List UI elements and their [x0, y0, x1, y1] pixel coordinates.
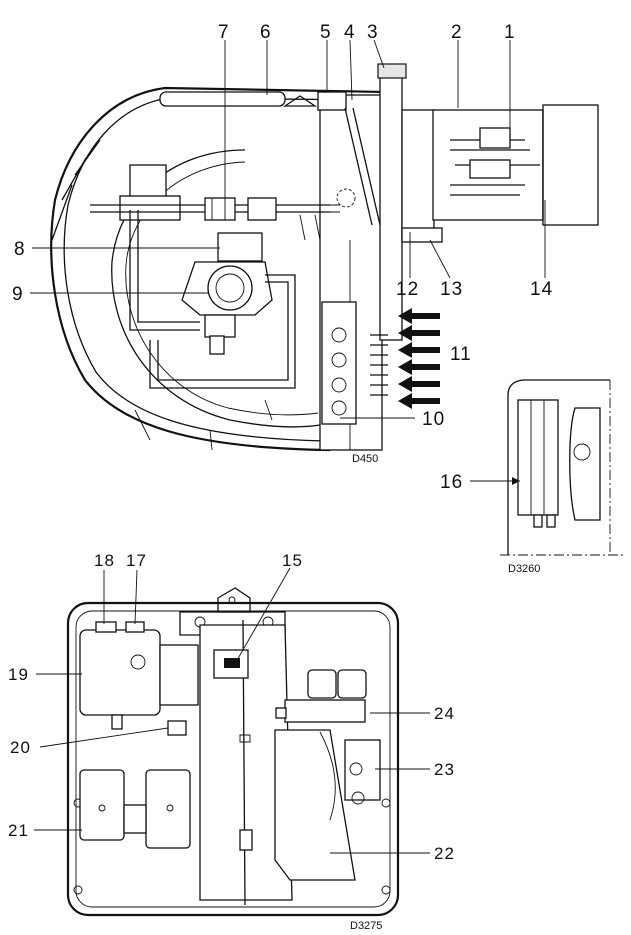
callout-4: 4	[344, 22, 356, 43]
burner-side-view: 1 2 3 4 5 6 7 8 9 10 11 12 13 14 D450	[12, 22, 599, 465]
gasket	[401, 227, 443, 243]
callout-9: 9	[12, 284, 24, 305]
blast-tube-base	[401, 109, 435, 241]
air-inlet-ribs	[370, 334, 388, 396]
callout-13: 13	[440, 279, 463, 300]
reset-button-18	[95, 621, 117, 633]
fan-housing-22	[274, 729, 356, 881]
callout-2: 2	[451, 22, 463, 43]
callout-20: 20	[10, 738, 31, 757]
callout-6: 6	[260, 22, 272, 43]
valve-coil-right	[337, 669, 367, 699]
drawing-code-d3275: D3275	[350, 920, 382, 932]
motor-body	[199, 624, 293, 901]
oil-pump-23	[344, 739, 381, 801]
callout-7: 7	[218, 22, 230, 43]
callout-11: 11	[450, 344, 472, 365]
pump-valve-8	[217, 232, 263, 262]
callout-8: 8	[14, 239, 26, 260]
control-box	[79, 629, 161, 716]
terminal-strip	[321, 301, 357, 425]
callout-17: 17	[126, 551, 147, 570]
callout-15: 15	[282, 551, 303, 570]
cover-ridge	[51, 139, 101, 241]
callout-23: 23	[434, 760, 455, 779]
callout-19: 19	[8, 665, 29, 684]
air-damper-rod	[159, 91, 286, 107]
fitting-7	[204, 197, 236, 221]
terminal-20	[167, 720, 187, 736]
blast-tube-nozzle	[542, 104, 599, 226]
flange-top-nut	[377, 63, 407, 79]
drawing-code-d3260: D3260	[508, 563, 540, 575]
pump-cover	[207, 265, 253, 311]
detail-view: 16 D3260	[440, 379, 625, 575]
control-box-view: 18 17 15 19 20 21 24 23 22 D3275	[8, 551, 455, 932]
hidden-screw	[336, 188, 356, 208]
callout-16: 16	[440, 472, 463, 493]
top-leader-lines	[30, 39, 546, 419]
callout-22: 22	[434, 844, 455, 863]
bottom-ridge	[134, 399, 273, 451]
solenoid-valve	[129, 164, 167, 198]
callout-14: 14	[530, 279, 553, 300]
relay-strip	[517, 399, 559, 516]
callout-3: 3	[367, 22, 379, 43]
detail-frame	[507, 379, 610, 555]
valve-coil-left	[307, 669, 337, 699]
callout-10: 10	[422, 409, 445, 430]
callout-12: 12	[396, 279, 419, 300]
cover-inner-line	[63, 97, 381, 442]
valve-block	[284, 699, 366, 723]
callout-18: 18	[94, 551, 115, 570]
photocell-holder	[317, 91, 347, 111]
drawing-code-d450: D450	[352, 453, 378, 465]
callout-5: 5	[320, 22, 332, 43]
callout-24: 24	[434, 704, 455, 723]
oil-pipe-loop	[129, 210, 200, 331]
burner-cover-outline	[50, 86, 386, 452]
capacitor-right	[145, 769, 191, 849]
airflow-arrows	[398, 308, 440, 409]
bottom-leader-lines	[34, 567, 430, 854]
callout-1: 1	[504, 22, 516, 43]
callout-21: 21	[8, 821, 29, 840]
return-pipe	[149, 274, 296, 389]
